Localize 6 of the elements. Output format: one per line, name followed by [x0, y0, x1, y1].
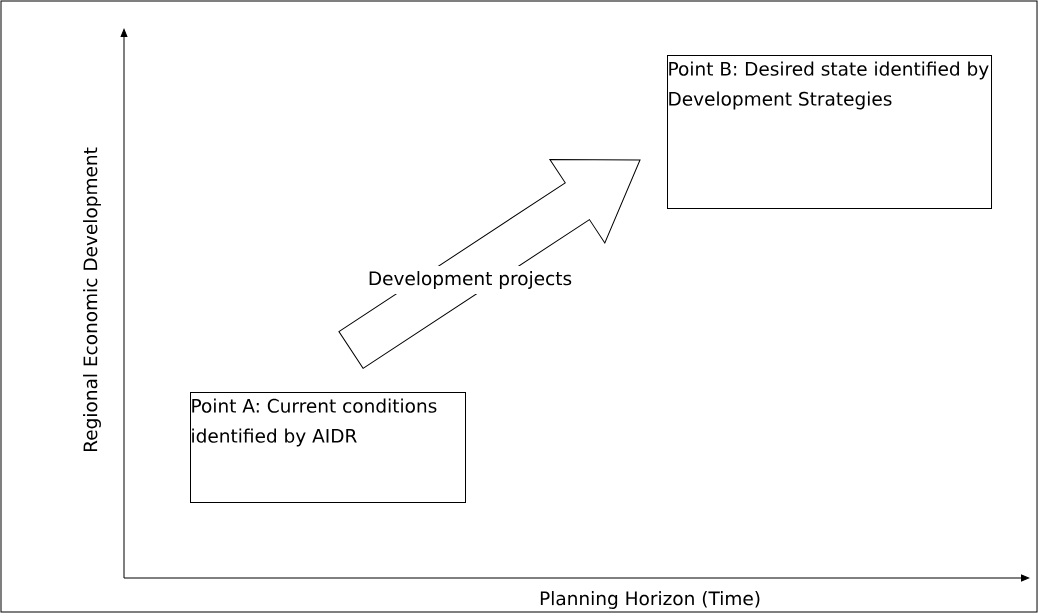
text-box: Point A: Current conditions identified by AIDR [190, 392, 466, 503]
axis-label: Regional Economic Development [83, 147, 101, 451]
axis-label: Planning Horizon (Time) [540, 591, 760, 609]
block-arrow [338, 158, 641, 369]
edge-label: Development projects [362, 266, 578, 294]
text-box: Point B: Desired state identified by Development Strategies [667, 55, 992, 209]
